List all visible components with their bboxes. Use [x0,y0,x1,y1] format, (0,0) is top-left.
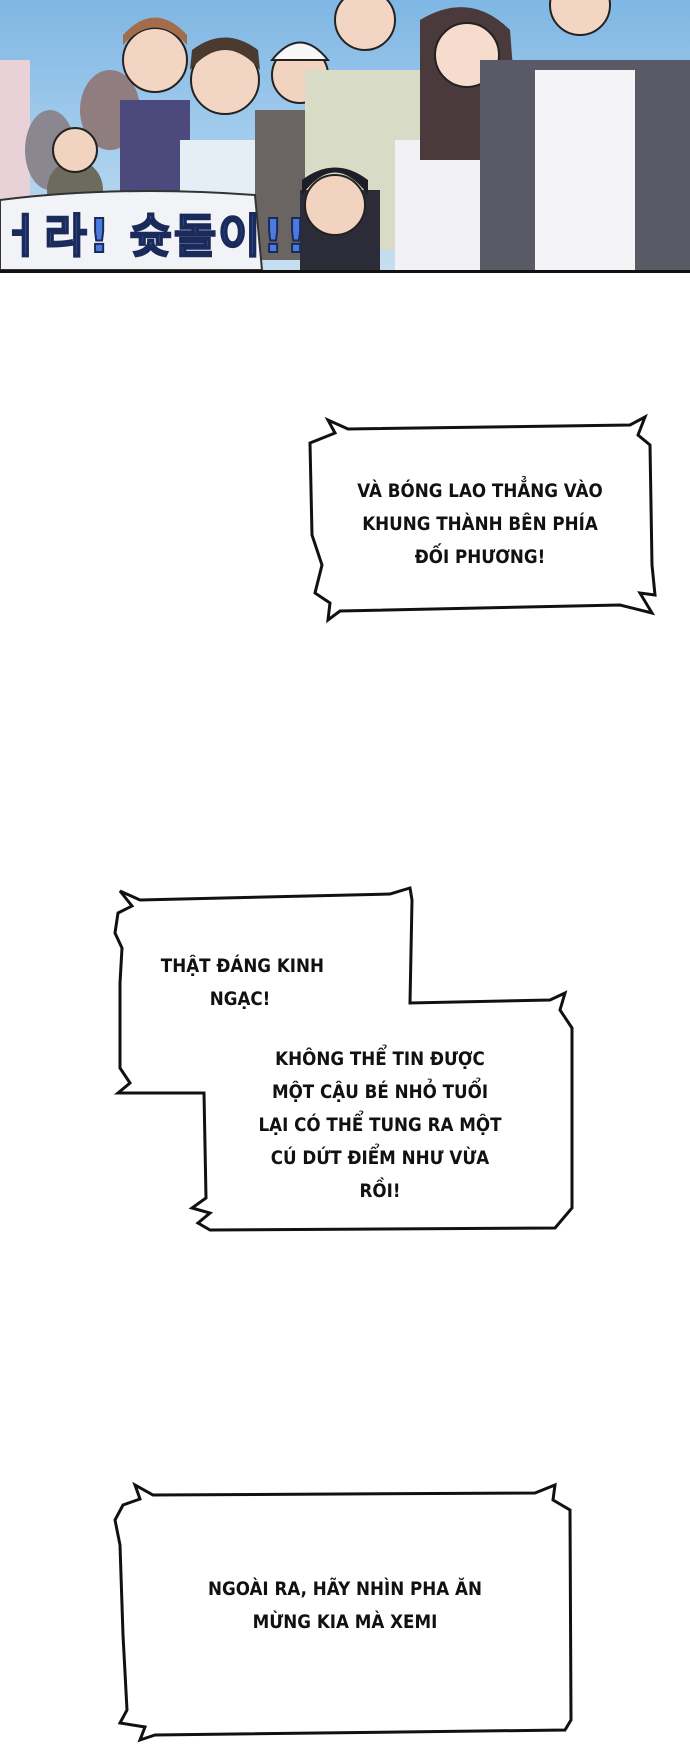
jagged-box-outline [308,413,657,624]
banner-korean-text: ㅓ라! 슛돌이!! [0,208,309,264]
narration-line: NGOÀI RA, HÃY NHÌN PHA ĂN [207,1578,482,1600]
jagged-box-outline [113,1481,573,1743]
narration-line: KHUNG THÀNH BÊN PHÍA [362,513,598,535]
narration-line: MỘT CẬU BÉ NHỎ TUỔI [271,1081,489,1103]
narration-box-2: THẬT ĐÁNG KINH NGẠC! KHÔNG THỂ TIN ĐƯỢC … [110,886,580,1233]
narration-box-3: NGOÀI RA, HÃY NHÌN PHA ĂN MỪNG KIA MÀ XE… [113,1481,575,1743]
narration-line: CÚ DỨT ĐIỂM NHƯ VỪA [270,1147,490,1169]
comic-panel-crowd: ㅓ라! 슛돌이!! [0,0,690,273]
narration-line: MỪNG KIA MÀ XEMI [252,1611,438,1633]
narration-line: THẬT ĐÁNG KINH [160,955,325,977]
narration-box-1: VÀ BÓNG LAO THẲNG VÀO KHUNG THÀNH BÊN PH… [300,413,660,624]
narration-line: RỒI! [359,1180,401,1202]
narration-line: NGẠC! [209,988,271,1010]
jagged-box-outline [113,886,574,1232]
narration-line: KHÔNG THỂ TIN ĐƯỢC [275,1048,485,1070]
narration-line: ĐỐI PHƯƠNG! [414,546,546,568]
narration-line: LẠI CÓ THỂ TUNG RA MỘT [258,1114,502,1136]
narration-line: VÀ BÓNG LAO THẲNG VÀO [357,480,603,502]
crowd-illustration [0,0,690,270]
